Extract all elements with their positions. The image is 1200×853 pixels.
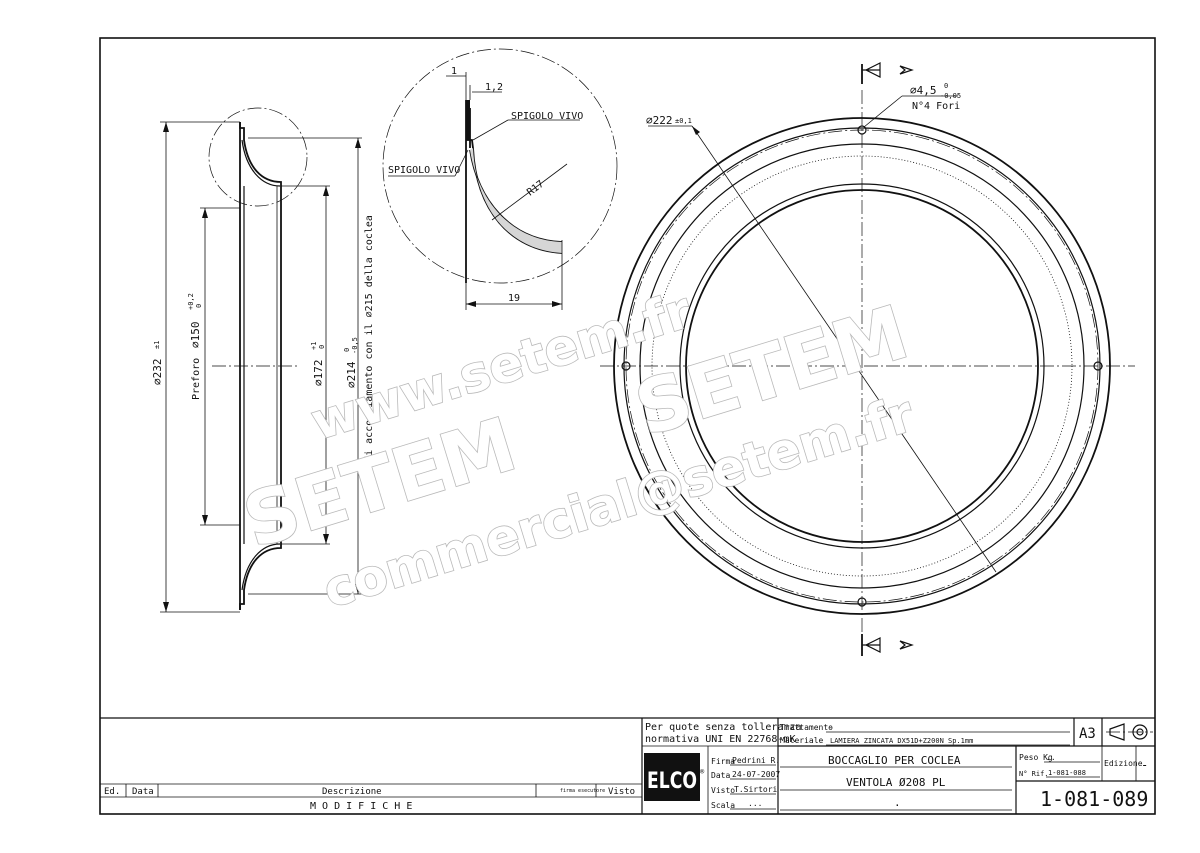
- nrif-value: 1-081-088: [1048, 769, 1086, 777]
- front-view: ⌀222 ±0,1 ⌀4,5 0 -0,05 N°4 Fori: [600, 62, 1135, 656]
- elco-logo-reg: ®: [700, 768, 705, 776]
- materiale-label: Materiale: [780, 736, 824, 745]
- firma-esecutore-header: firma esecutore: [560, 788, 605, 794]
- mid-dia-text: ⌀214: [345, 361, 358, 388]
- descrizione-header: Descrizione: [322, 787, 382, 797]
- hole-tol-up: 0: [944, 82, 948, 90]
- tolerance-line2: normativa UNI EN 22768-mK: [645, 734, 796, 745]
- preforo-tol-lo: 0: [195, 304, 203, 308]
- peso-label: Peso Kg: [1019, 753, 1053, 762]
- watermark: www.setem.fr SETEM SETEM commercial@sete…: [233, 280, 921, 620]
- detail-12-text: 1,2: [485, 82, 503, 93]
- detail-19-text: 19: [508, 293, 520, 304]
- outer-dia-text: ⌀232: [151, 359, 164, 386]
- detail-1-text: 1: [451, 66, 457, 77]
- preforo-dia-text: ⌀150: [189, 322, 202, 349]
- drawing-frame: [99, 37, 1156, 815]
- detail-view: 1 1,2 19 R17 SPIGOLO VIVO SPIGOLO VIVO: [382, 48, 618, 310]
- data-label: Data: [711, 771, 730, 780]
- visto-header: Visto: [608, 787, 635, 797]
- spigolo-left-text: SPIGOLO VIVO: [388, 165, 460, 176]
- title-line3: .: [894, 796, 901, 809]
- trattamento-value: -: [828, 723, 833, 732]
- edizione-value: -: [1141, 758, 1148, 772]
- scala-value: ...: [748, 799, 762, 808]
- firma-label: Firma: [711, 757, 735, 766]
- scala-label: Scala: [711, 801, 735, 810]
- visto-label: Visto: [711, 786, 735, 795]
- mid-tol-up: 0: [343, 348, 351, 352]
- hole-dia-text: ⌀4,5: [910, 84, 937, 97]
- materiale-value: LAMIERA ZINCATA DX51D+Z200N Sp.1mm: [830, 737, 973, 745]
- pcd-tol-text: ±0,1: [675, 117, 692, 125]
- nrif-label: N° Rif.: [1019, 770, 1049, 778]
- preforo-label: Preforo: [191, 358, 202, 400]
- format-text: A3: [1079, 726, 1096, 742]
- visto-value: T.Sirtori: [734, 785, 778, 794]
- elco-logo: ELCO: [647, 769, 697, 794]
- inner-tol-up: +1: [310, 342, 318, 350]
- side-section-view: ⌀232 ±1 Preforo ⌀150 +0,2 0 ⌀172 +1 0 ⌀2…: [151, 107, 375, 613]
- preforo-tol-up: +0,2: [187, 293, 195, 310]
- data-value: 24-07-2007: [732, 770, 780, 779]
- title-block: Ed. Data Descrizione firma esecutore Vis…: [100, 717, 1155, 814]
- peso-value: ..: [1046, 753, 1056, 762]
- pcd-dia-text: ⌀222: [646, 114, 673, 127]
- firma-value: Pedrini R.: [732, 756, 780, 765]
- flange-fill: [466, 100, 470, 140]
- mid-tol-lo: -0,5: [351, 337, 359, 354]
- title-line1: BOCCAGLIO PER COCLEA: [828, 754, 961, 767]
- modifiche-label: M O D I F I C H E: [310, 801, 412, 812]
- title-line2: VENTOLA Ø208 PL: [846, 776, 946, 789]
- edizione-label: Edizione: [1104, 759, 1143, 768]
- data-header: Data: [132, 787, 154, 797]
- zone-note: Zona di accoppiamento con il ⌀215 della …: [364, 215, 375, 492]
- inner-tol-lo: 0: [318, 345, 326, 349]
- elco-logo-box: [644, 753, 700, 801]
- hole-count-text: N°4 Fori: [912, 101, 960, 112]
- drawing-number: 1-081-089: [1040, 787, 1148, 811]
- inner-dia-text: ⌀172: [312, 360, 325, 387]
- outer-tol-text: ±1: [153, 341, 161, 349]
- tolerance-line1: Per quote senza tolleranza: [645, 722, 802, 733]
- ed-header: Ed.: [104, 787, 120, 797]
- trattamento-label: Trattamento: [780, 723, 833, 732]
- hole-tol-lo: -0,05: [940, 92, 961, 100]
- projection-symbol-icon: [1106, 723, 1153, 741]
- spigolo-top-text: SPIGOLO VIVO: [511, 111, 583, 122]
